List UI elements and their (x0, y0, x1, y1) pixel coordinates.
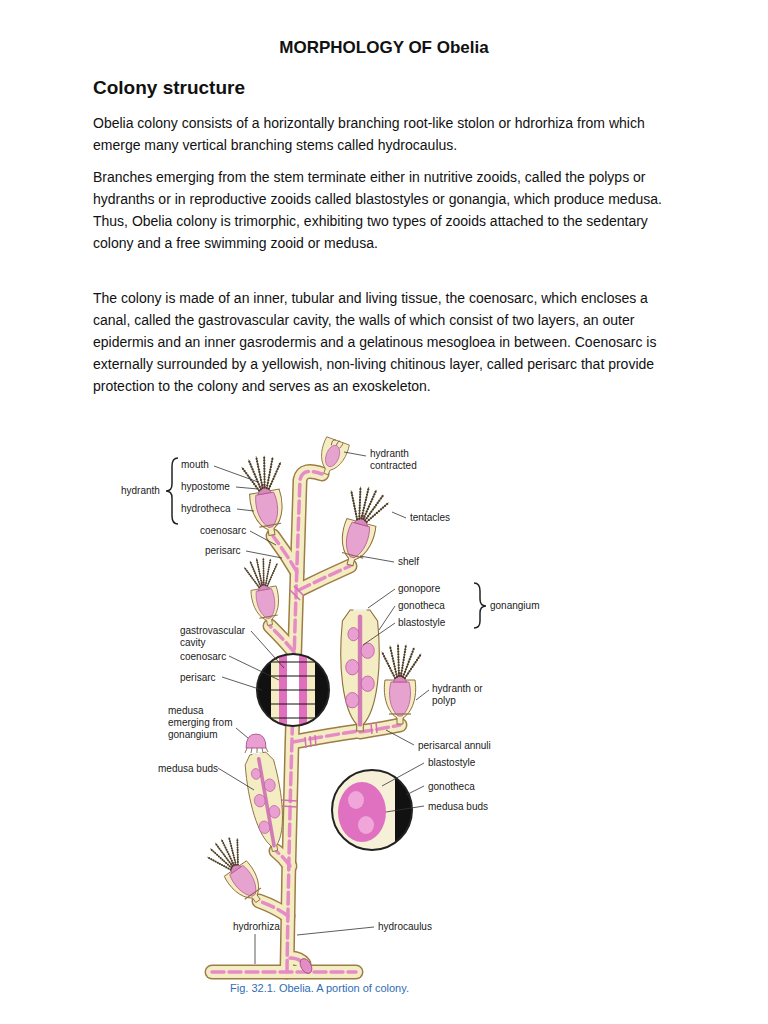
part-label: gonotheca (398, 600, 445, 612)
part-label: hydranth contracted (370, 448, 432, 472)
part-label: blastostyle (428, 757, 475, 769)
part-label: hydrorhiza (233, 921, 280, 933)
bracket-label: gonangium (490, 600, 539, 612)
part-label: gonopore (398, 583, 440, 595)
part-label: tentacles (410, 512, 450, 524)
paragraph: Obelia colony consists of a horizontally… (93, 112, 683, 156)
part-label: medusa buds (428, 801, 488, 813)
section-heading: Colony structure (93, 77, 245, 99)
part-label: hypostome (181, 481, 230, 493)
part-label: shelf (398, 556, 419, 568)
part-label: medusa emerging from gonangium (168, 705, 238, 741)
part-label: hydrotheca (181, 503, 230, 515)
part-label: perisarc (205, 545, 241, 557)
bracket-label: hydranth (121, 485, 160, 497)
page-title: MORPHOLOGY OF Obelia (0, 38, 768, 58)
part-label: coenosarc (200, 525, 246, 537)
part-label: mouth (181, 459, 209, 471)
part-label: gastrovascular cavity (180, 625, 260, 649)
part-label: perisarcal annuli (418, 740, 491, 752)
part-label: hydrocaulus (378, 921, 432, 933)
part-label: medusa buds (158, 763, 218, 775)
part-label: blastostyle (398, 617, 445, 629)
figure-caption: Fig. 32.1. Obelia. A portion of colony. (230, 982, 409, 994)
part-label: coenosarc (180, 651, 226, 663)
part-label: gonotheca (428, 781, 475, 793)
part-label: hydranth or polyp (432, 683, 492, 707)
paragraph: The colony is made of an inner, tubular … (93, 287, 683, 397)
part-label: perisarc (180, 672, 216, 684)
paragraph: Branches emerging from the stem terminat… (93, 166, 683, 254)
